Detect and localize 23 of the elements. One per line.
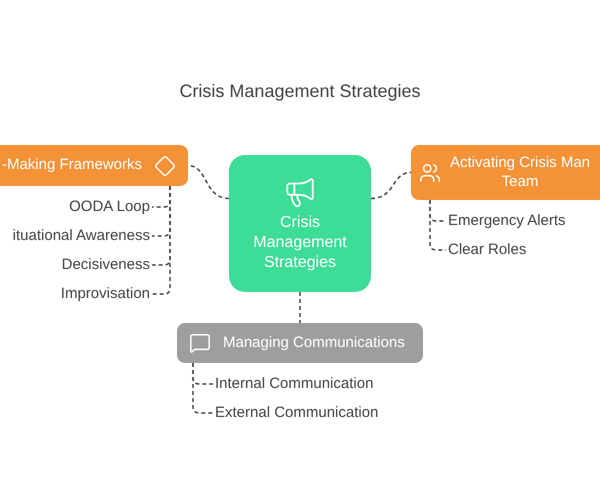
list-item-text: Improvisation (60, 284, 150, 302)
category-box (177, 323, 423, 363)
list-item-text: OODA Loop (69, 198, 150, 215)
list-item-text: External Communication (215, 404, 378, 421)
central-topic-text: Crisis Management Strategies (252, 212, 348, 272)
list-item-text: Decisiveness (62, 256, 150, 273)
connector-line (299, 292, 301, 323)
category-title: Managing Communications (223, 332, 405, 353)
category-title: Activating Crisis Man Team (448, 154, 592, 192)
list-item-text: Clear Roles (448, 240, 526, 258)
connector-line (152, 186, 171, 295)
central-topic-box (229, 155, 371, 292)
diagram-title: Crisis Management Strategies (178, 80, 422, 103)
list-item-text: Internal Communication (215, 374, 374, 392)
connector-line (188, 164, 230, 200)
connector-line (370, 172, 412, 200)
category-title: -Making Frameworks (2, 155, 142, 176)
connector-line (429, 200, 446, 251)
connector-line (192, 363, 213, 414)
category-box (0, 145, 188, 186)
list-item-text: ituational Awareness (12, 226, 150, 244)
category-box (411, 145, 600, 200)
list-item-text: Emergency Alerts (448, 212, 566, 229)
